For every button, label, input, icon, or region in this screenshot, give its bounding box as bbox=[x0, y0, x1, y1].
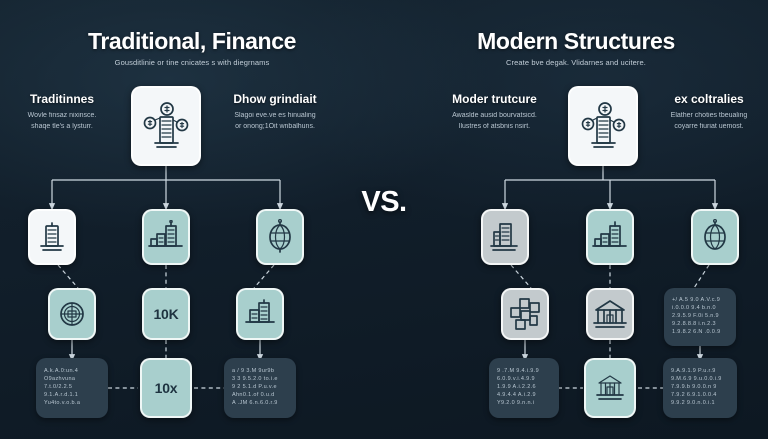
right-row4-textblock-1-lines: 9 .7.M 9.4.i.9.9 6.0.9.v.i.4.9.9 1.9.9 A… bbox=[489, 362, 559, 414]
text-line: 6.0.9.v.i.4.9.9 bbox=[497, 376, 535, 383]
right-panel-right-node-desc-line-2: coyarre fiuriat uemost. bbox=[674, 122, 744, 130]
text-line: 4.9.4.4 A.i.2.9 bbox=[497, 392, 536, 399]
right-panel-right-node: ex coltralies Elather choties tbeualing … bbox=[650, 92, 768, 133]
left-row4-textblock-1-lines: A.k.A.0:un.4 O9azhvuna 7.t.0/2.2.5 9.1.A… bbox=[36, 362, 108, 414]
left-row4-card-metric[interactable]: 10x bbox=[140, 358, 192, 418]
right-row4-textblock-2: 9.A.9.1.9 P.u.r.9 9.M.6.9 9.u.0.0.i.9 7.… bbox=[663, 358, 737, 418]
right-row3-card-2[interactable] bbox=[586, 288, 634, 340]
text-line: 1.9.9 A.i.2.2.6 bbox=[497, 384, 536, 391]
left-panel-left-node: Traditinnes Wovle finsaz nixinsce. shaqe… bbox=[6, 92, 118, 133]
right-panel-left-node-desc-line-2: llustres of atsbnis nsirt. bbox=[458, 122, 531, 130]
left-panel-left-node-desc-line-2: shaqe tle's a lysturr. bbox=[31, 122, 93, 130]
left-row2-card-2[interactable] bbox=[142, 209, 190, 265]
left-row2-card-1[interactable] bbox=[28, 209, 76, 265]
text-line: 9.9.2 9.0.n.0.i.1 bbox=[671, 400, 715, 407]
right-panel-right-node-desc-line-1: Elather choties tbeualing bbox=[670, 112, 748, 119]
text-line: 2.9.5.9 F.0i 5.n.9 bbox=[672, 313, 719, 320]
city-skyline-icon bbox=[592, 221, 627, 247]
text-line: 9.M.6.9 9.u.0.0.i.9 bbox=[671, 376, 722, 383]
text-line: +/ A.5 9.0 A.V.c.9 bbox=[672, 297, 721, 304]
left-row3-card-3[interactable] bbox=[236, 288, 284, 340]
text-line: O9azhvuna bbox=[44, 376, 76, 383]
text-line: a / 9 3.M 9ur9b bbox=[232, 368, 275, 375]
right-row2-card-3[interactable] bbox=[691, 209, 739, 265]
left-panel-title: Traditional, Finance bbox=[88, 28, 296, 54]
text-line: 3 3 9.5.2.0 to.i.e bbox=[232, 376, 278, 383]
left-panel-right-node-title: Dhow grindiait bbox=[233, 92, 317, 106]
modular-blocks-icon bbox=[510, 298, 540, 330]
city-skyline-icon bbox=[245, 299, 275, 323]
right-row2-card-1[interactable] bbox=[481, 209, 529, 265]
right-row3-textblock: +/ A.5 9.0 A.V.c.9 i.0.0.0 9.4 b.n.0 2.9… bbox=[664, 288, 736, 346]
right-panel-title: Modern Structures bbox=[477, 28, 675, 54]
city-skyline-icon bbox=[148, 220, 183, 247]
left-panel-right-node: Dhow grindiait Slagoi eve.ve es hinualin… bbox=[210, 92, 340, 133]
bank-building-icon bbox=[40, 222, 64, 251]
globe-network-icon bbox=[269, 219, 291, 253]
left-panel-left-node-desc-line-1: Wovle finsaz nixinsce. bbox=[27, 112, 97, 119]
right-panel-subtitle: Create bve degak. Vlidarnes and ucitere. bbox=[506, 58, 646, 67]
left-row3-card-2[interactable]: 10K bbox=[142, 288, 190, 340]
globe-network-icon bbox=[60, 302, 84, 326]
classic-bank-icon bbox=[596, 375, 624, 400]
text-line: Y9.2.0 9.n.n.i bbox=[497, 400, 535, 407]
right-panel-right-node-title: ex coltralies bbox=[674, 92, 744, 106]
left-row4-textblock-2: a / 9 3.M 9ur9b 3 3 9.5.2.0 to.i.e 9 2 5… bbox=[224, 358, 296, 418]
right-row3-textblock-lines: +/ A.5 9.0 A.V.c.9 i.0.0.0 9.4 b.n.0 2.9… bbox=[664, 291, 736, 343]
text-line: 7.9.2 6.9.1.0.0.4 bbox=[671, 392, 717, 399]
text-line: 9.A.9.1.9 P.u.r.9 bbox=[671, 368, 716, 375]
text-line: 1.9.8.2 6.N .0.0.9 bbox=[672, 329, 721, 336]
right-panel-left-node: Moder trutcure Awaslde ausid bourvatsicd… bbox=[432, 92, 557, 133]
right-row4-textblock-1: 9 .7.M 9.4.i.9.9 6.0.9.v.i.4.9.9 1.9.9 A… bbox=[489, 358, 559, 418]
left-row4-textblock-2-lines: a / 9 3.M 9ur9b 3 3 9.5.2.0 to.i.e 9 2 5… bbox=[224, 362, 296, 414]
text-line: Yu4to.v.o.b.a bbox=[44, 400, 81, 407]
right-panel-left-node-desc-line-1: Awaslde ausid bourvatsicd. bbox=[452, 112, 537, 119]
text-line: A.k.A.0:un.4 bbox=[44, 368, 79, 375]
text-line: 9.1.A.r.d.1.1 bbox=[44, 392, 79, 399]
left-panel-right-node-desc-line-2: or onong;1Oit wnbalhuns. bbox=[235, 122, 315, 130]
text-line: 9 2 5.1.d P.u.v.e bbox=[232, 384, 277, 391]
right-row4-card-icon[interactable] bbox=[584, 358, 636, 418]
left-panel-right-node-desc-line-1: Slagoi eve.ve es hinualing bbox=[234, 112, 316, 119]
text-line: Ahn0.1.of 0.u.d bbox=[232, 392, 275, 399]
left-row3-card-1[interactable] bbox=[48, 288, 96, 340]
text-line: 7.t.0/2.2.5 bbox=[44, 384, 73, 391]
right-row4-textblock-2-lines: 9.A.9.1.9 P.u.r.9 9.M.6.9 9.u.0.0.i.9 7.… bbox=[663, 362, 737, 414]
text-line: 9.2.8.8.8 i.n.2.3 bbox=[672, 321, 716, 328]
left-row3-metric-label: 10K bbox=[153, 306, 179, 322]
text-line: A .JM 6.n.6.0.r.9 bbox=[232, 400, 278, 407]
vs-divider-label: VS. bbox=[361, 186, 407, 218]
left-panel-hero-card[interactable] bbox=[131, 86, 201, 166]
left-row4-textblock-1: A.k.A.0:un.4 O9azhvuna 7.t.0/2.2.5 9.1.A… bbox=[36, 358, 108, 418]
right-panel-left-node-title: Moder trutcure bbox=[452, 92, 537, 106]
text-line: 9 .7.M 9.4.i.9.9 bbox=[497, 368, 539, 375]
left-panel-subtitle: Gousditlinie or tine cnicates s with die… bbox=[114, 58, 270, 67]
left-row4-metric-label: 10x bbox=[154, 380, 178, 396]
globe-network-icon bbox=[704, 219, 726, 250]
bank-with-coins-icon bbox=[143, 102, 189, 148]
office-tower-icon bbox=[490, 223, 518, 251]
right-row3-card-1[interactable] bbox=[501, 288, 549, 340]
text-line: 7.9.9.b 9.0.0.n 9 bbox=[671, 384, 717, 391]
left-panel-left-node-title: Traditinnes bbox=[29, 92, 94, 106]
right-row2-card-2[interactable] bbox=[586, 209, 634, 265]
bank-with-coins-icon bbox=[581, 102, 626, 148]
left-row2-card-3[interactable] bbox=[256, 209, 304, 265]
right-panel-hero-card[interactable] bbox=[568, 86, 638, 166]
text-line: i.0.0.0 9.4 b.n.0 bbox=[672, 305, 716, 312]
classic-bank-icon bbox=[593, 300, 627, 328]
